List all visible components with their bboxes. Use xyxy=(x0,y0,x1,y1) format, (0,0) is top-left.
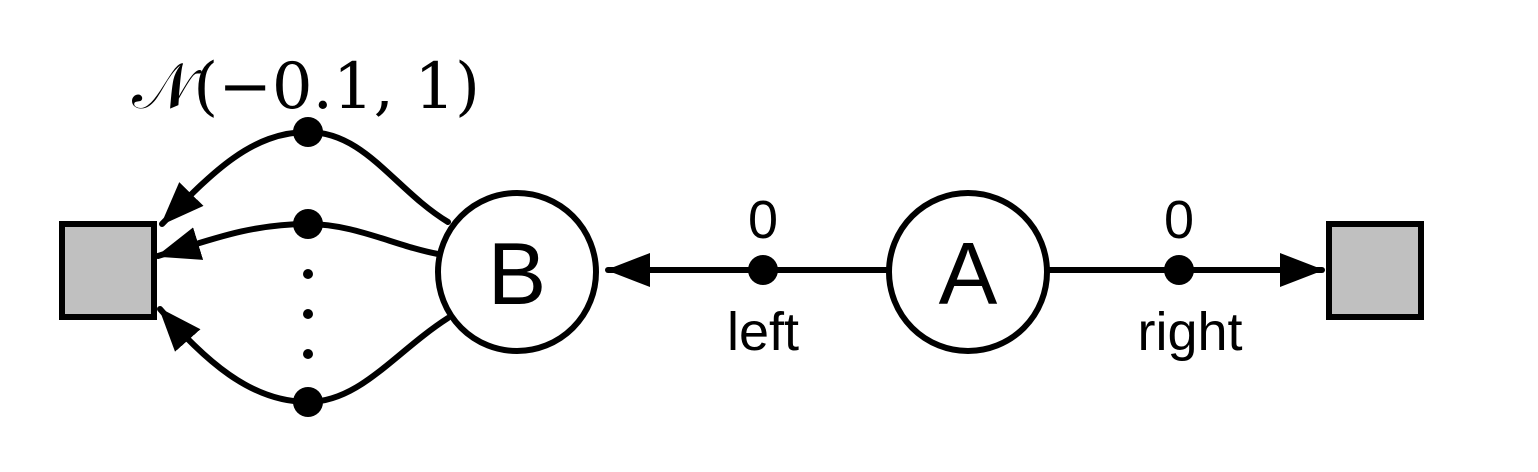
b-action-ellipsis-dot-1 xyxy=(303,269,313,279)
state-b-node xyxy=(435,190,599,354)
b-action-ellipsis-dot-2 xyxy=(303,309,313,319)
state-a-node xyxy=(886,190,1050,354)
state-a-label: A xyxy=(939,224,998,323)
b-action-dot-top xyxy=(293,117,323,147)
state-b-label: B xyxy=(488,224,547,323)
a-left-reward-label: 0 xyxy=(748,190,778,250)
a-left-action-label: left xyxy=(727,302,799,362)
a-right-action-label: right xyxy=(1137,302,1242,362)
a-right-reward-label: 0 xyxy=(1164,190,1194,250)
left-terminal-state xyxy=(59,221,157,320)
b-action-dot-bottom xyxy=(293,387,323,417)
b-action-dot-second xyxy=(293,209,323,239)
a-left-action-dot xyxy=(748,255,778,285)
right-terminal-state xyxy=(1326,221,1424,320)
a-right-action-dot xyxy=(1164,255,1194,285)
b-action-ellipsis-dot-3 xyxy=(303,349,313,359)
b-reward-distribution-label: 𝒩(−0.1, 1) xyxy=(132,50,480,124)
